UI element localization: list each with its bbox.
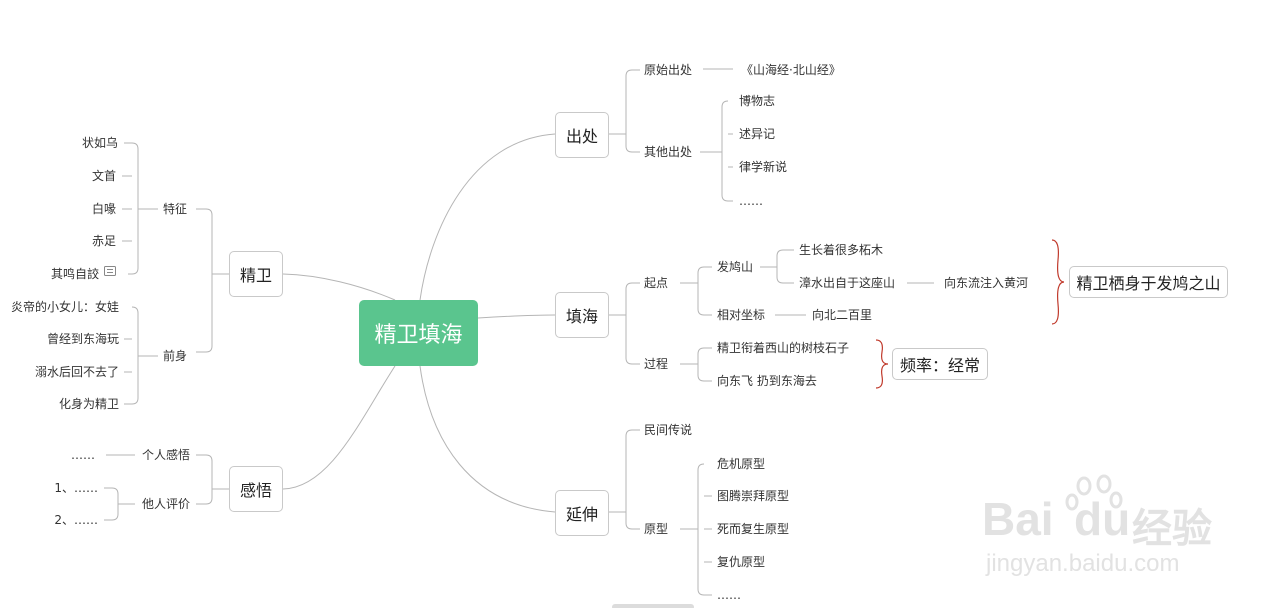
node-minjian[interactable]: 民间传说: [644, 423, 693, 437]
node-qita-item[interactable]: 律学新说: [739, 160, 788, 174]
note-icon[interactable]: [104, 266, 116, 276]
summary-qixi[interactable]: 精卫栖身于发鸠之山: [1069, 266, 1228, 298]
root-node[interactable]: 精卫填海: [359, 300, 478, 366]
node-tezheng-item[interactable]: 白喙: [91, 202, 116, 216]
node-taren-item[interactable]: 1、……: [54, 481, 98, 495]
watermark-brand2: du: [1074, 493, 1131, 545]
node-qita-item[interactable]: ……: [739, 194, 763, 208]
summary-pinlv[interactable]: 频率：经常: [892, 348, 988, 380]
watermark-jingyan: 经验: [1132, 507, 1212, 551]
node-qita-item[interactable]: 博物志: [739, 94, 776, 108]
node-qita[interactable]: 其他出处: [644, 145, 693, 159]
node-zhangshui[interactable]: 漳水出自于这座山: [799, 276, 896, 290]
node-yuanxing-item[interactable]: 图腾崇拜原型: [717, 489, 790, 503]
branch-ganwu[interactable]: 感悟: [229, 466, 283, 512]
node-zuobiao[interactable]: 相对坐标: [717, 308, 766, 322]
node-geren[interactable]: 个人感悟: [142, 448, 191, 462]
node-taren-item[interactable]: 2、……: [54, 513, 98, 527]
node-tezheng[interactable]: 特征: [163, 202, 188, 216]
node-tezheng-item[interactable]: 文首: [91, 169, 116, 183]
node-yuanxing-item[interactable]: 危机原型: [717, 457, 766, 471]
node-huanghe[interactable]: 向东流注入黄河: [944, 276, 1029, 290]
node-zhishu[interactable]: 生长着很多柘木: [799, 243, 884, 257]
node-yuanshi[interactable]: 原始出处: [644, 63, 693, 77]
node-geren-item[interactable]: ……: [71, 448, 95, 462]
watermark-url: jingyan.baidu.com: [986, 550, 1180, 577]
node-qianshen-item[interactable]: 炎帝的小女儿：女娃: [10, 300, 119, 314]
branch-tianhai[interactable]: 填海: [555, 292, 609, 338]
node-qianshen-item[interactable]: 曾经到东海玩: [46, 332, 119, 346]
node-qianshen-item[interactable]: 化身为精卫: [58, 397, 119, 411]
node-tezheng-item[interactable]: 其鸣自詨: [50, 267, 99, 281]
node-guocheng[interactable]: 过程: [644, 357, 669, 371]
node-fajiushan[interactable]: 发鸠山: [717, 260, 754, 274]
node-yuanxing[interactable]: 原型: [644, 522, 669, 536]
watermark-brand: Bai: [982, 493, 1054, 545]
node-yuanxing-item[interactable]: ……: [717, 588, 741, 602]
branch-jingwei[interactable]: 精卫: [229, 251, 283, 297]
node-shanhaijing[interactable]: 《山海经·北山经》: [741, 63, 841, 77]
paw-logo-icon: [1065, 474, 1123, 511]
node-guocheng-item[interactable]: 精卫衔着西山的树枝石子: [717, 341, 850, 355]
node-qianshen-item[interactable]: 溺水后回不去了: [34, 365, 119, 379]
node-taren[interactable]: 他人评价: [142, 497, 191, 511]
branch-yanshen[interactable]: 延伸: [555, 490, 609, 536]
node-tezheng-item[interactable]: 赤足: [91, 234, 116, 248]
node-erbai[interactable]: 向北二百里: [812, 308, 873, 322]
node-yuanxing-item[interactable]: 死而复生原型: [717, 522, 790, 536]
node-qidian[interactable]: 起点: [644, 276, 669, 290]
node-guocheng-item[interactable]: 向东飞 扔到东海去: [717, 374, 817, 388]
branch-chuchu[interactable]: 出处: [555, 112, 609, 158]
node-qita-item[interactable]: 述异记: [739, 127, 776, 141]
node-yuanxing-item[interactable]: 复仇原型: [717, 555, 766, 569]
baidu-jingyan-watermark: Bai du 经验 jingyan.baidu.com: [982, 470, 1272, 590]
node-qianshen[interactable]: 前身: [163, 349, 188, 363]
node-tezheng-item[interactable]: 状如乌: [81, 136, 118, 150]
